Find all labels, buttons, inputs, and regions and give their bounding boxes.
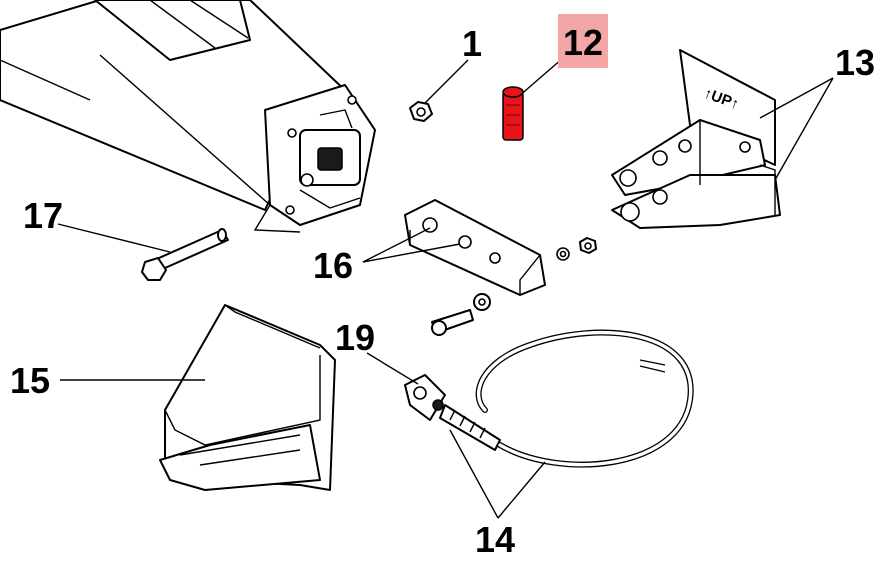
callout-12: 12 xyxy=(563,22,603,63)
part-12-set-screw xyxy=(502,86,524,141)
part-16-arm-link xyxy=(404,199,597,296)
callout-1: 1 xyxy=(462,23,482,64)
callout-16: 16 xyxy=(313,245,353,286)
callout-17: 17 xyxy=(23,195,63,236)
part-13-mounting-bracket: ↑UP↑ xyxy=(611,49,781,229)
callout-15: 15 xyxy=(10,360,50,401)
callout-13: 13 xyxy=(835,42,875,83)
callout-12-highlight-box xyxy=(558,14,608,68)
part-19-connector xyxy=(404,374,446,421)
callout-14: 14 xyxy=(475,519,515,560)
part-15-cover xyxy=(159,304,336,491)
part-17-pivot-pin xyxy=(141,228,229,281)
hex-bolt-and-washer xyxy=(431,293,491,336)
callout-19: 19 xyxy=(335,317,375,358)
callout-labels: 1 12 13 14 15 16 17 19 xyxy=(10,14,875,560)
motor-unit xyxy=(0,0,376,233)
part-14-cable xyxy=(439,329,694,468)
part-1-nut xyxy=(409,101,433,122)
leader-lines xyxy=(57,57,834,519)
